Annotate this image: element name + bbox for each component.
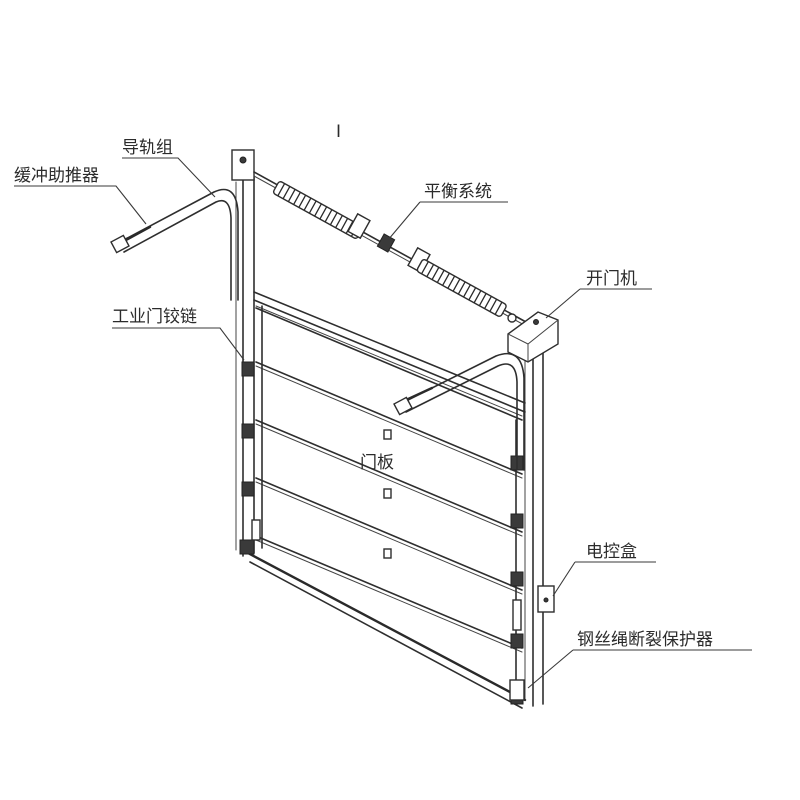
- door-frame: [235, 175, 544, 709]
- label-balance-system: 平衡系统: [424, 182, 492, 202]
- label-industrial-hinge: 工业门铰链: [112, 307, 197, 327]
- label-cable-break-protector: 钢丝绳断裂保护器: [577, 630, 713, 650]
- label-door-opener: 开门机: [586, 269, 637, 289]
- door-opener: [507, 311, 559, 363]
- leader-lines: [14, 157, 752, 689]
- top-mark: I: [336, 122, 341, 142]
- panel-handle: [383, 488, 392, 499]
- left-guide-rail: [110, 188, 239, 301]
- balance-system: [231, 149, 527, 327]
- label-control-box: 电控盒: [586, 542, 637, 562]
- label-buffer-pusher: 缓冲助推器: [14, 166, 99, 186]
- label-guide-rail-set: 导轨组: [122, 138, 173, 158]
- cable-break-protector: [509, 679, 525, 701]
- label-door-panel: 门板: [360, 453, 394, 473]
- control-box: [537, 585, 555, 613]
- industrial-hinges: [239, 361, 524, 705]
- panel-handle: [383, 429, 392, 440]
- panel-handle: [383, 548, 392, 559]
